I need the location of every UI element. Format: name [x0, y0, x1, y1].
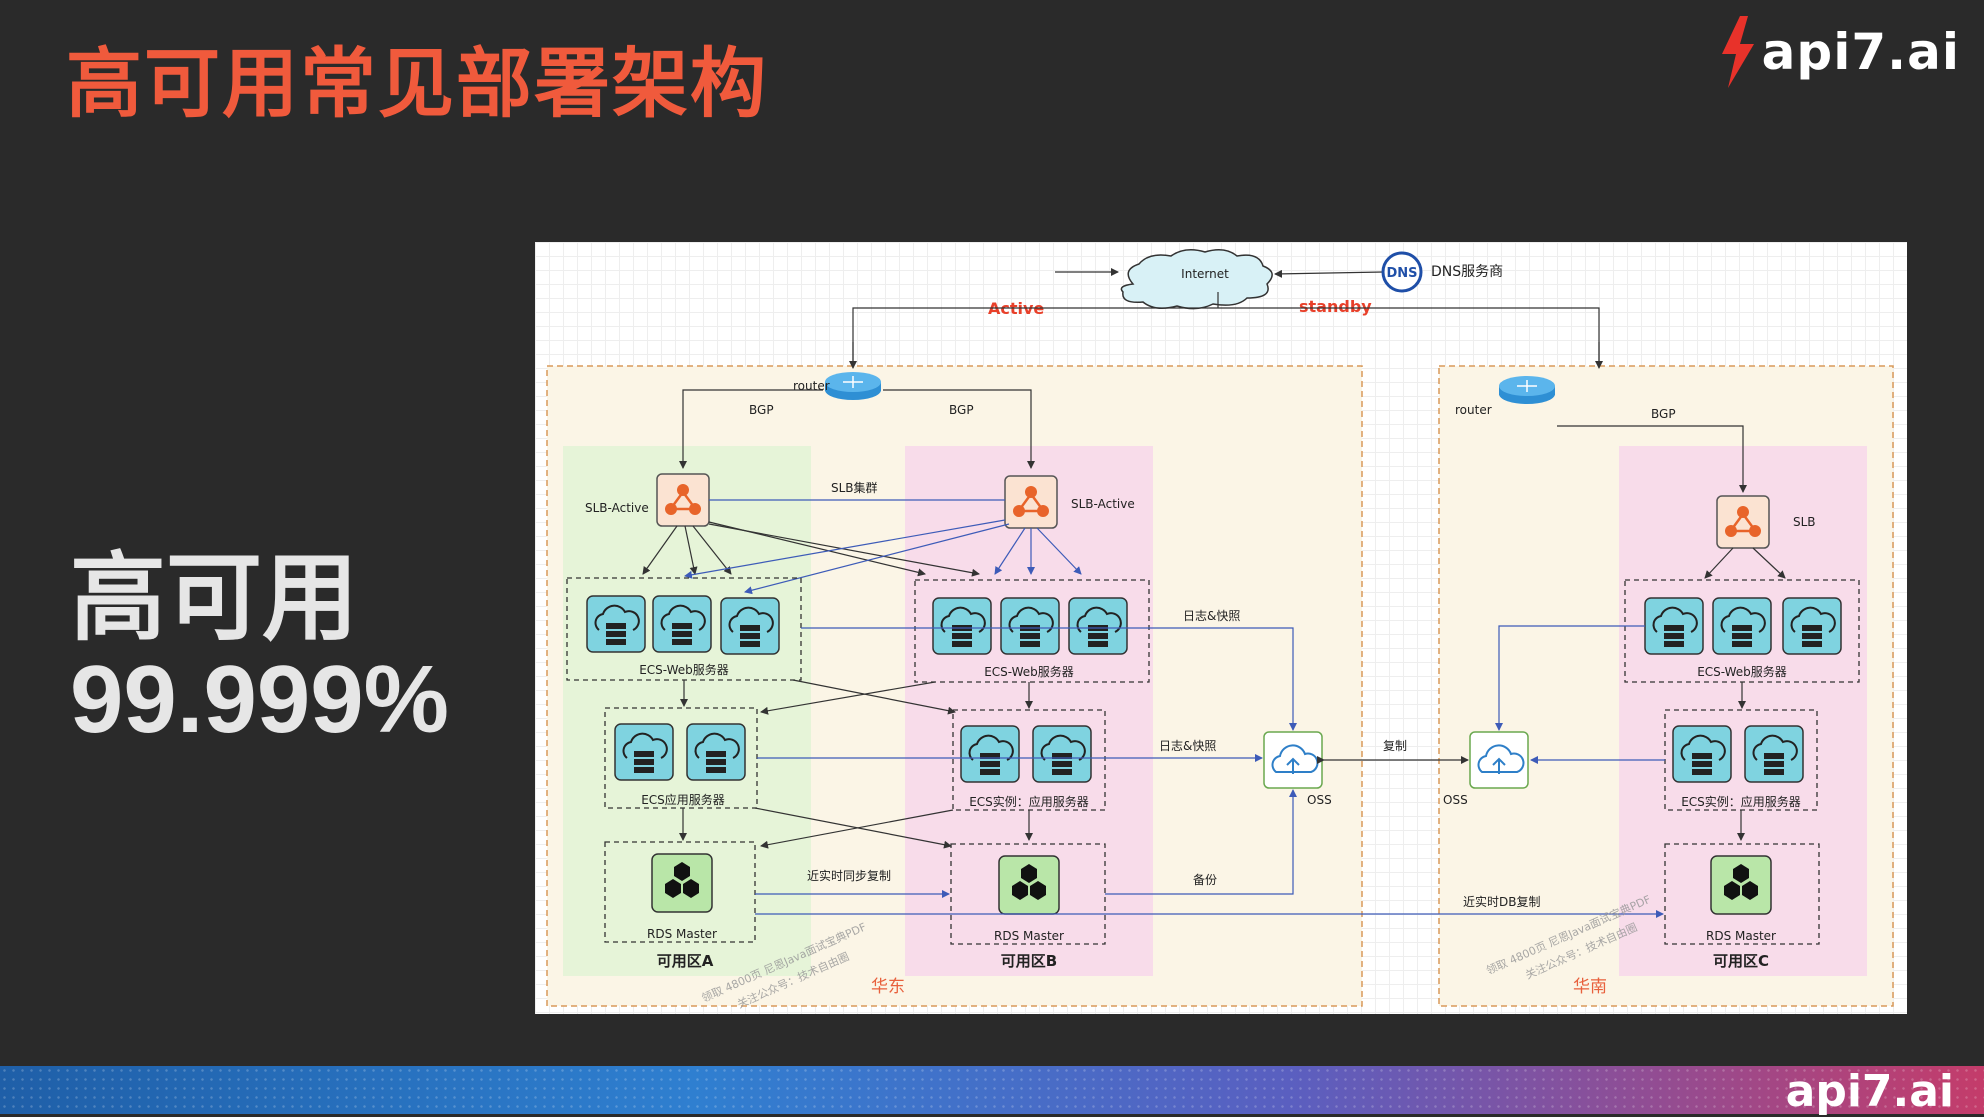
slb-cluster-label: SLB集群	[831, 480, 878, 495]
router-left-icon	[824, 371, 882, 401]
slb-b-to-web	[684, 519, 1082, 595]
api7-logo: api7.ai	[1718, 16, 1960, 88]
footer-pattern	[0, 1066, 1984, 1114]
dns-icon: DNS	[1381, 251, 1423, 293]
ecs-app-c-label: ECS实例：应用服务器	[1681, 794, 1801, 809]
bgp-label-2: BGP	[949, 403, 974, 417]
bgp-label-1: BGP	[749, 403, 774, 417]
slb-active-a-icon	[655, 472, 711, 528]
near-realtime-sync-label: 近实时同步复制	[807, 868, 891, 883]
rds-a-icon	[651, 853, 713, 913]
ecs-web-b-label: ECS-Web服务器	[984, 664, 1074, 679]
rds-b-icon	[998, 855, 1060, 915]
log-snapshot-lines	[755, 625, 1665, 918]
footer-logo: api7.ai	[1785, 1066, 1954, 1117]
ecs-app-a-label: ECS应用服务器	[641, 792, 725, 807]
region-south-label: 华南	[1573, 977, 1607, 997]
zone-b-label: 可用区B	[1001, 952, 1057, 970]
router-left-label: router	[793, 379, 830, 393]
log-snapshot-label-1: 日志&快照	[1183, 609, 1240, 623]
zone-c-label: 可用区C	[1713, 952, 1769, 970]
oss-right-icon	[1469, 731, 1529, 789]
rds-group-a	[604, 841, 756, 943]
ecs-web-c-label: ECS-Web服务器	[1697, 664, 1787, 679]
near-realtime-db-label: 近实时DB复制	[1463, 894, 1540, 909]
rds-c-icon	[1710, 855, 1772, 915]
replicate-label: 复制	[1383, 739, 1407, 753]
diagram-svg: Internet DNS DNS服务商 Active standby route…	[546, 249, 1894, 1011]
app-to-rds-lines	[679, 807, 1745, 849]
slb-active-b-icon	[1003, 474, 1059, 530]
bgp-label-3: BGP	[1651, 407, 1676, 421]
slb-a-to-web	[642, 521, 980, 577]
slb-c-to-web	[1704, 547, 1786, 579]
rds-b-label: RDS Master	[994, 929, 1064, 943]
ecs-web-group-b	[914, 579, 1150, 683]
slb-active-a-label: SLB-Active	[585, 501, 649, 515]
architecture-diagram: Internet DNS DNS服务商 Active standby route…	[535, 242, 1907, 1014]
oss-left-icon	[1263, 731, 1323, 789]
region-east-label: 华东	[871, 977, 905, 997]
availability-label: 高可用	[70, 542, 358, 654]
standby-label: standby	[1299, 297, 1372, 316]
ecs-web-a-label: ECS-Web服务器	[639, 662, 729, 677]
oss-right-label: OSS	[1443, 793, 1468, 807]
web-to-app-lines	[680, 679, 1746, 715]
slb-active-b-label: SLB-Active	[1071, 497, 1135, 511]
svg-text:DNS: DNS	[1386, 266, 1417, 281]
zone-a-label: 可用区A	[657, 952, 714, 970]
router-right-icon	[1498, 375, 1556, 405]
dns-provider-label: DNS服务商	[1431, 264, 1503, 280]
oss-left-label: OSS	[1307, 793, 1332, 807]
slide-title: 高可用常见部署架构	[66, 39, 768, 128]
ecs-app-b-label: ECS实例：应用服务器	[969, 794, 1089, 809]
slb-c-icon	[1715, 494, 1771, 550]
lightning-logo-icon	[1721, 16, 1754, 88]
rds-a-label: RDS Master	[647, 927, 717, 941]
line-internet-routers	[852, 292, 1600, 366]
internet-cloud	[1120, 249, 1273, 310]
backup-label: 备份	[1193, 873, 1217, 887]
rds-group-c	[1664, 843, 1820, 945]
rds-group-b	[950, 843, 1106, 945]
availability-value: 99.999%	[70, 646, 449, 753]
slb-c-label: SLB	[1793, 515, 1816, 529]
logo-text: api7.ai	[1761, 23, 1960, 81]
rds-c-label: RDS Master	[1706, 929, 1776, 943]
router-right-label: router	[1455, 403, 1492, 417]
line-dns-internet	[1274, 269, 1384, 278]
internet-label: Internet	[1181, 267, 1229, 281]
footer-bar: api7.ai	[0, 1066, 1984, 1117]
log-snapshot-label-2: 日志&快照	[1159, 739, 1216, 753]
